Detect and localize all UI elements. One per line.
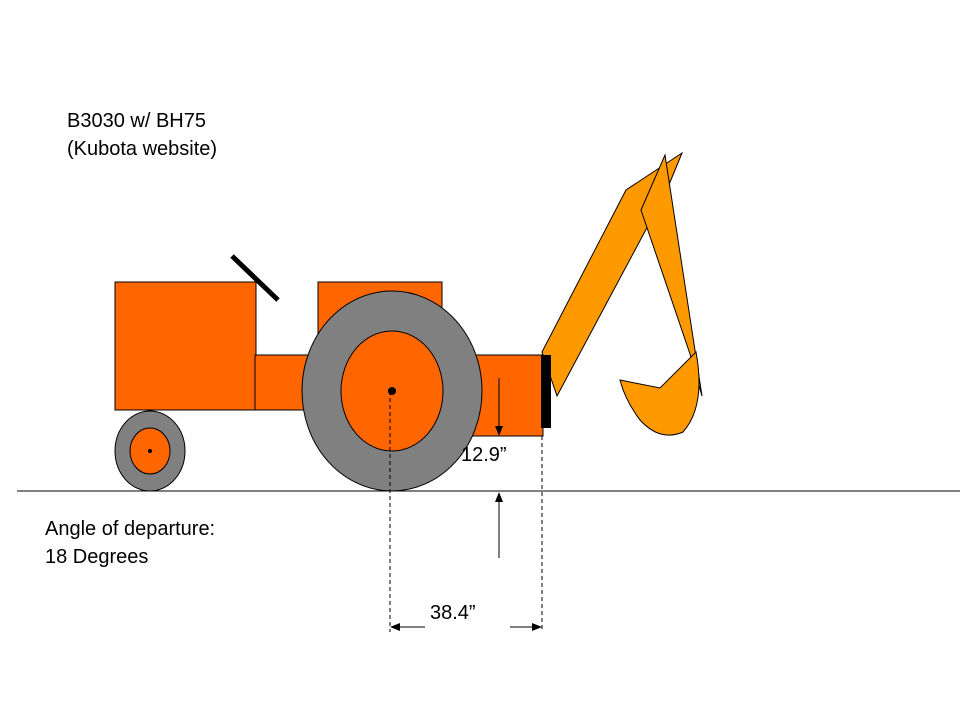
- title-line-1: B3030 w/ BH75: [67, 110, 206, 132]
- backhoe-bucket: [619, 350, 700, 436]
- distance-dimension-label: 38.4”: [430, 602, 476, 624]
- height-dimension-label: 12.9”: [461, 444, 507, 466]
- cab-block: [114, 281, 257, 411]
- backhoe-mount-bar: [541, 355, 551, 428]
- backhoe-arm: [541, 151, 703, 436]
- rear-hub: [388, 387, 396, 395]
- backhoe-dipper: [640, 153, 703, 397]
- rear-frame: [469, 354, 544, 437]
- front-wheel: [114, 410, 186, 492]
- title-line-2: (Kubota website): [67, 138, 218, 160]
- rear-wheel: [301, 290, 483, 492]
- steering-wheel: [230, 254, 280, 302]
- height-dimension: [495, 378, 503, 558]
- angle-label: Angle of departure:: [45, 518, 216, 540]
- front-hub: [148, 449, 152, 453]
- distance-dimension: [390, 623, 542, 631]
- angle-value: 18 Degrees: [45, 546, 149, 568]
